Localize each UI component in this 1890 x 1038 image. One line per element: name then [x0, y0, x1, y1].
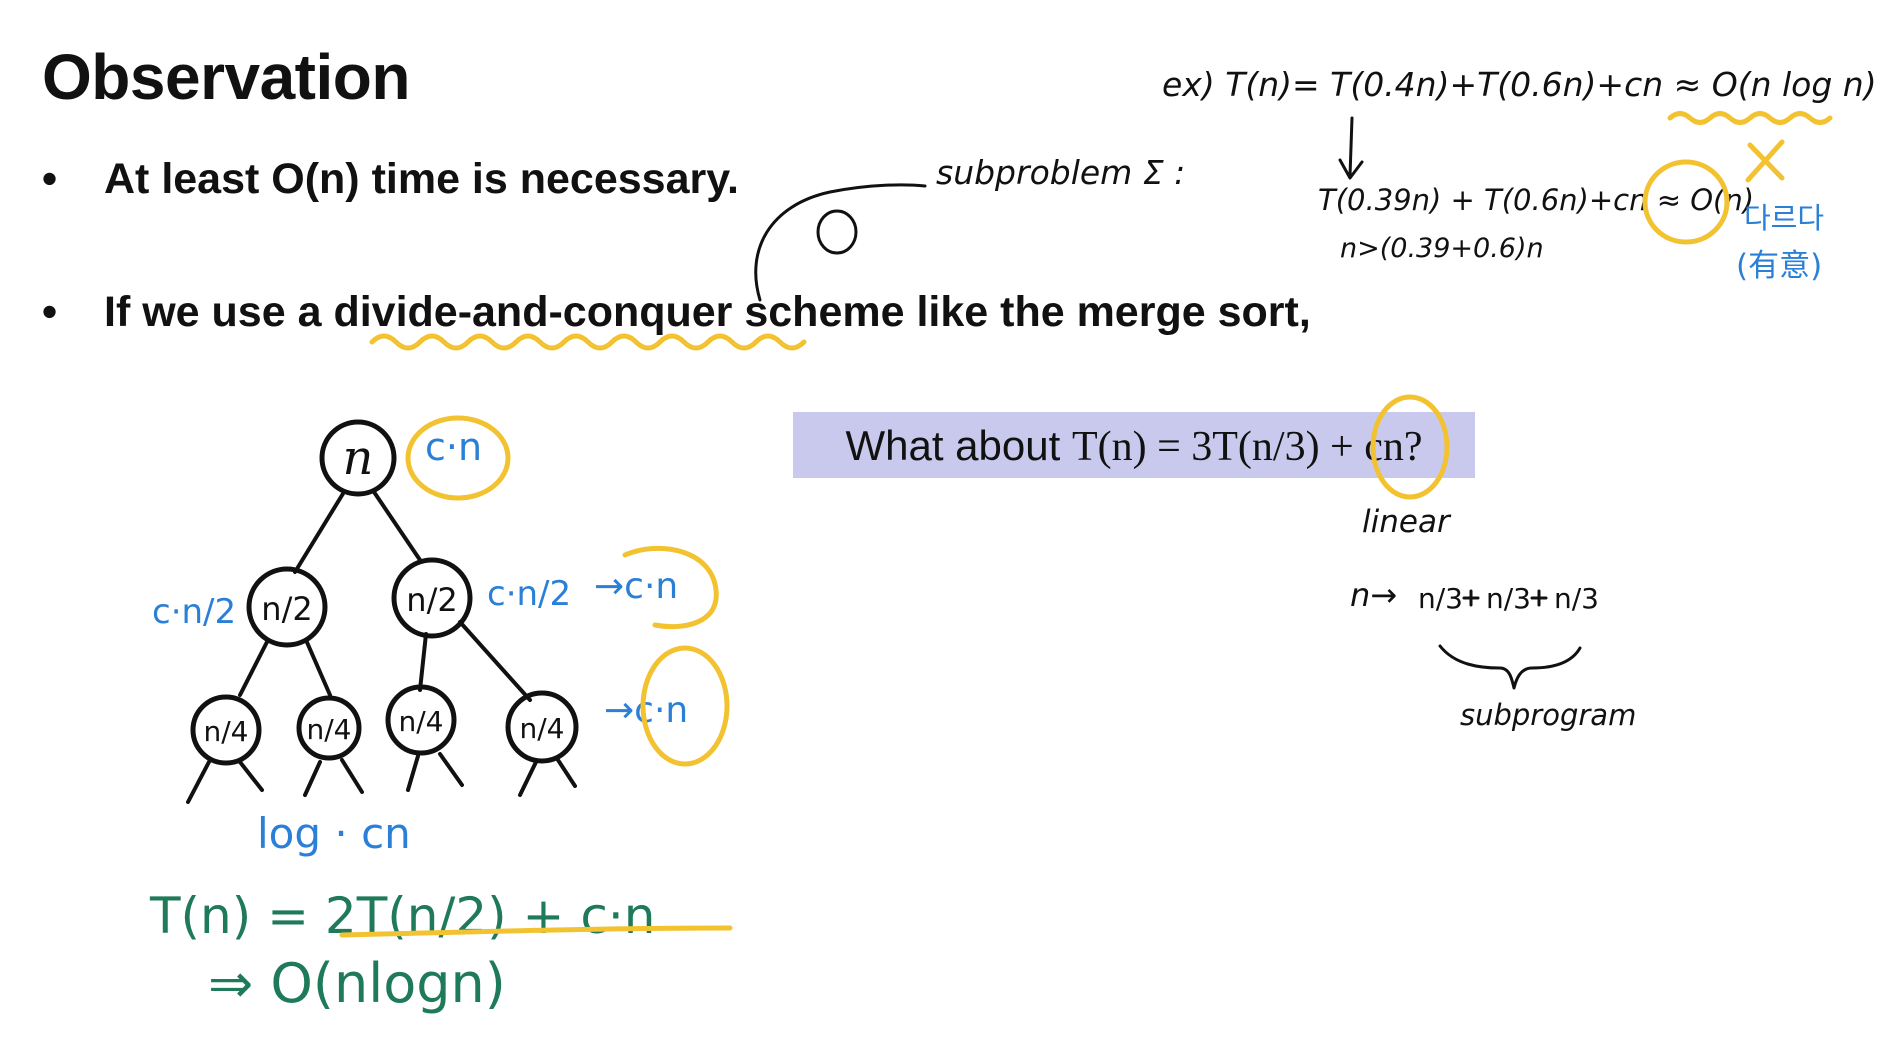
split-label: n→: [1350, 576, 1397, 614]
tree-level1-right-cost: c·n/2: [487, 574, 571, 614]
tree-edge: [372, 490, 422, 562]
bullet-1-text: At least O(n) time is necessary.: [104, 155, 739, 203]
split-fraction: n/3: [1554, 582, 1599, 615]
split-fraction: n/3: [1486, 582, 1531, 615]
tree-level2-label: n/4: [520, 712, 565, 745]
note-linear: linear: [1362, 504, 1452, 540]
tree-edge: [406, 752, 464, 792]
order-n-circle: [1642, 159, 1730, 245]
question-box: What about T(n) = 3T(n/3) + cn?: [793, 412, 1475, 478]
bullet-marker: •: [42, 288, 58, 336]
bullet-2: • If we use a divide-and-conquer scheme l…: [42, 288, 1311, 337]
tree-level2-node: [190, 694, 262, 766]
question-text: What about T(n) = 3T(n/3) + cn?: [793, 422, 1475, 471]
note-top-expansion: T(0.39n) + T(0.6n)+cn ≈ O(n): [1318, 183, 1754, 217]
note-korean: 다르다: [1744, 201, 1824, 235]
tree-levels-label: log · cn: [257, 809, 411, 858]
tree-level2-label: n/4: [399, 705, 444, 738]
tree-edge: [418, 632, 428, 692]
tree-level1-label: n/2: [261, 590, 312, 628]
top-example-underline: [1667, 111, 1833, 125]
tree-edge: [518, 758, 577, 797]
split-expression: n→ n/3 n/3 n/3: [1350, 576, 1599, 690]
tree-level2-node: [505, 690, 579, 764]
level1-sum-circle: [622, 546, 719, 630]
tree-edge: [458, 620, 532, 702]
tree-root-node: [319, 419, 397, 497]
tree-level2-node: [385, 684, 457, 756]
note-top-example: ex) T(n)= T(0.4n)+T(0.6n)+cn ≈ O(n log n…: [1162, 65, 1877, 104]
root-cost-circle: [405, 415, 511, 501]
recurrence-result: ⇒ O(nlogn): [208, 952, 506, 1015]
cn-circle: [1370, 394, 1450, 500]
bullet-marker: •: [42, 155, 58, 203]
tree-edge: [186, 758, 264, 804]
tree-edge: [303, 758, 364, 797]
down-arrow: [1338, 116, 1364, 180]
small-circle-mark: [816, 209, 858, 255]
highlight-squiggle: [369, 333, 807, 351]
bullet-2-text-before: If we use a: [104, 288, 334, 336]
tree-root-label: n: [343, 430, 374, 486]
recursion-tree: n c·n n/2 n/2 c·n/2 c·n/2 →c·n n/4 n/4 n…: [152, 415, 730, 858]
bullet-1: • At least O(n) time is necessary.: [42, 155, 739, 204]
bullet-2-highlight: divide-and-conquer: [333, 288, 733, 336]
tree-edge: [304, 638, 332, 697]
note-subproblem: subproblem Σ :: [936, 153, 1185, 192]
question-lead: What about: [845, 422, 1072, 469]
level2-sum-circle: [640, 645, 730, 767]
tree-level1-left-cost: c·n/2: [152, 592, 236, 632]
tree-edge: [238, 638, 270, 697]
tree-level2-node: [296, 695, 362, 761]
split-plus: [1462, 589, 1548, 607]
tree-level1-node: [246, 566, 328, 648]
tree-level1-sum: →c·n: [594, 566, 678, 607]
yellow-cross-mark: [1745, 139, 1785, 183]
tree-level1-label: n/2: [406, 581, 457, 619]
split-fraction: n/3: [1418, 582, 1463, 615]
subprogram-brace: [1438, 644, 1582, 690]
recurrence-underline: [339, 925, 733, 938]
tree-level1-node: [391, 557, 473, 639]
note-top-condition: n>(0.39+0.6)n: [1340, 233, 1544, 264]
note-subprogram: subprogram: [1460, 698, 1636, 732]
bullet-2-text-after: scheme like the merge sort,: [732, 288, 1311, 336]
tree-root-cost: c·n: [425, 425, 482, 469]
subproblem-connector: [754, 183, 927, 302]
tree-level2-label: n/4: [204, 715, 249, 748]
question-formula: T(n) = 3T(n/3) + cn?: [1071, 424, 1423, 470]
recurrence: T(n) = 2T(n/2) + c·n: [149, 887, 655, 945]
note-korean-2: (有意): [1736, 248, 1822, 284]
tree-level2-label: n/4: [307, 713, 352, 746]
tree-edge: [293, 490, 346, 574]
slide-title: Observation: [42, 41, 410, 113]
